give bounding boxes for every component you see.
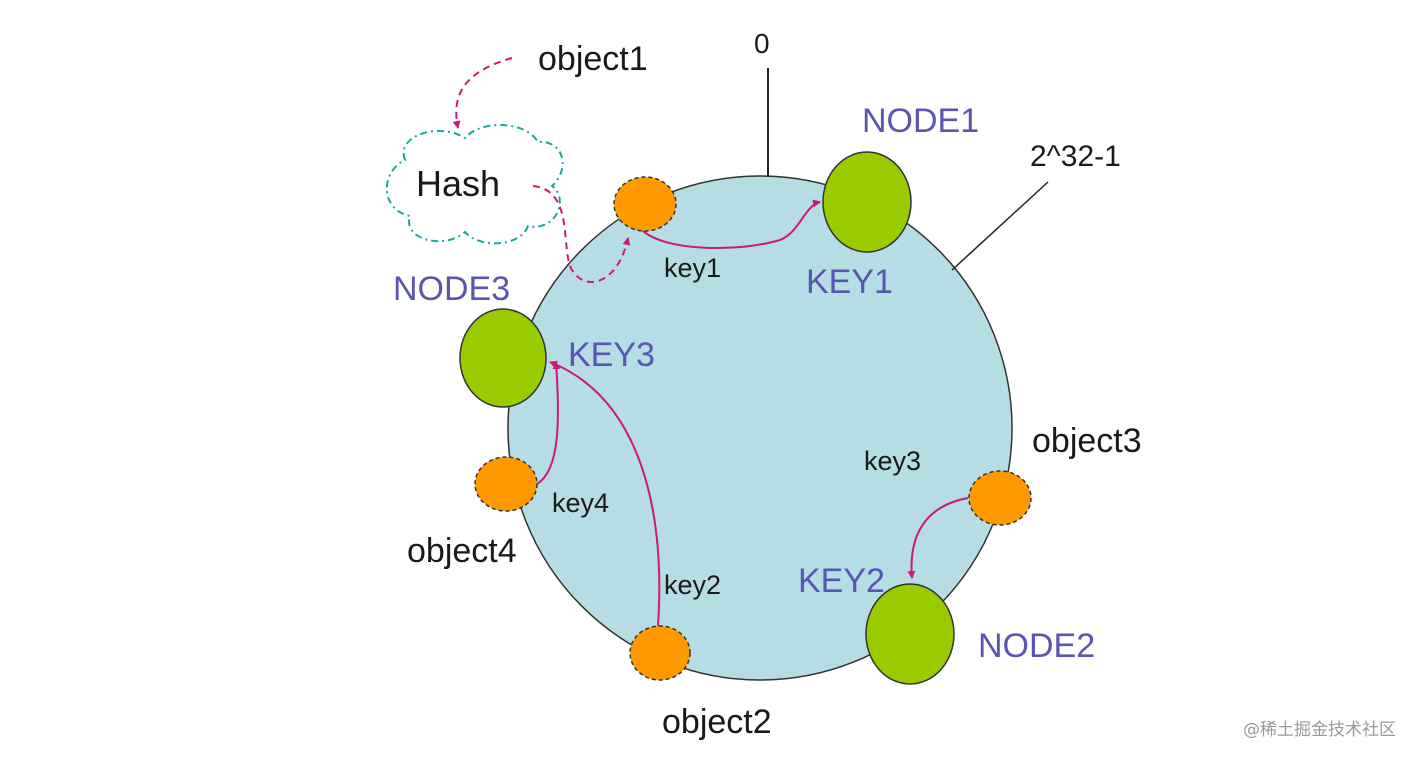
key2-lower-label: key2	[664, 570, 721, 600]
arrow-object1-to-hash	[452, 57, 513, 129]
object2-point	[629, 625, 691, 681]
hash-cloud	[385, 124, 564, 245]
key2-upper-label: KEY2	[798, 562, 885, 600]
key4-lower-label: key4	[552, 488, 609, 518]
zero-label: 0	[754, 28, 770, 59]
arrow-key4	[536, 361, 561, 485]
object1-point	[613, 176, 677, 232]
object3-label: object3	[1032, 422, 1142, 460]
node1-label: NODE1	[862, 102, 979, 140]
key1-upper-label: KEY1	[806, 263, 893, 301]
key1-lower-label: key1	[664, 253, 721, 283]
arrow-hash-to-object1-point	[532, 185, 631, 283]
arrow-key3	[907, 497, 969, 579]
max-pointer-line	[951, 181, 1049, 271]
node3-circle	[459, 308, 547, 408]
object3-point	[968, 470, 1032, 526]
hash-ring	[507, 175, 1013, 681]
object4-point	[474, 456, 538, 512]
node2-label: NODE2	[978, 627, 1095, 665]
key3-lower-label: key3	[864, 446, 921, 476]
arrow-key2	[549, 360, 661, 627]
arrow-key1	[641, 199, 821, 249]
node3-label: NODE3	[393, 270, 510, 308]
node2-circle	[865, 583, 955, 685]
object4-label: object4	[407, 532, 517, 570]
hash-label: Hash	[416, 163, 500, 204]
key3-upper-label: KEY3	[568, 336, 655, 374]
object1-label: object1	[538, 40, 648, 78]
object2-label: object2	[662, 703, 772, 741]
watermark: @稀土掘金技术社区	[1243, 720, 1396, 740]
max-label: 2^32-1	[1030, 140, 1121, 173]
node1-circle	[822, 151, 912, 253]
